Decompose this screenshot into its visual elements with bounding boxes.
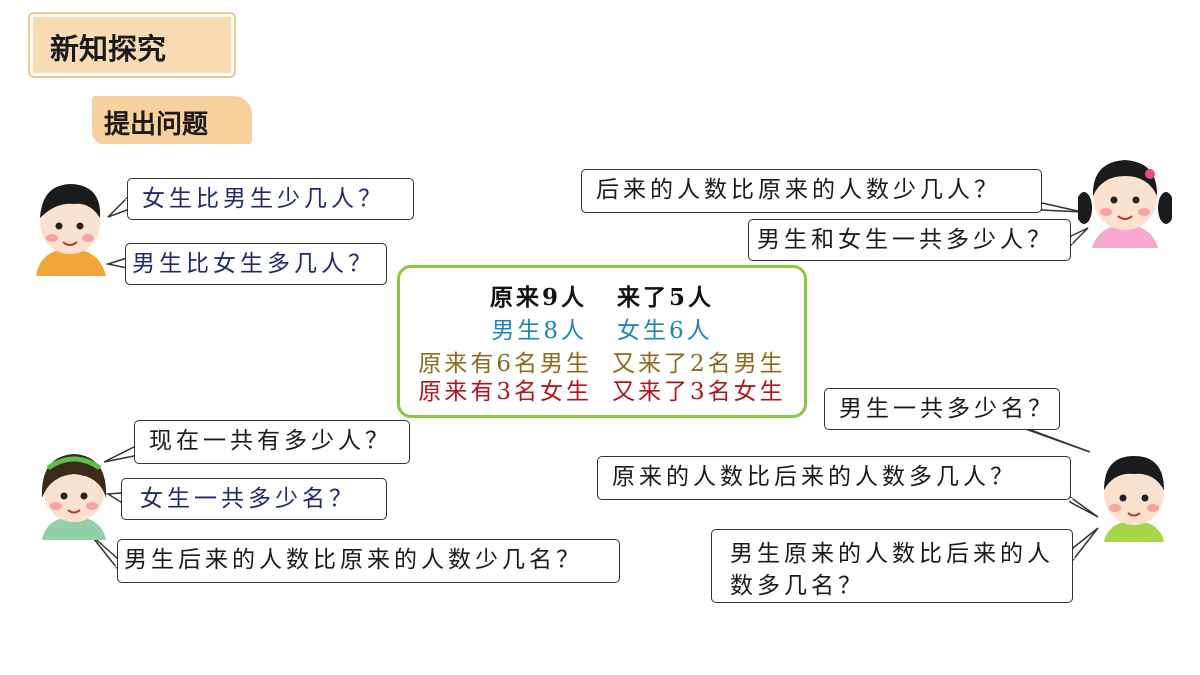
bubble-girl1-q1: 后来的人数比原来的人数少几人？ bbox=[581, 169, 1042, 213]
bubble-text: 现在一共有多少人？ bbox=[149, 428, 392, 454]
subsection-badge: 提出问题 bbox=[92, 96, 252, 144]
section-title: 新知探究 bbox=[50, 32, 167, 66]
boy-face-icon bbox=[36, 184, 106, 276]
bubble-text: 男生比女生多几人？ bbox=[132, 251, 375, 277]
bubble-boy1-q2: 男生比女生多几人？ bbox=[125, 243, 387, 285]
info-boys-original: 原来有6名男生 bbox=[418, 351, 592, 377]
bubble-boy2-q1: 男生一共多少名？ bbox=[824, 388, 1060, 430]
info-box: 原来9人 来了5人 男生8人 女生6人 原来有6名男生又来了2名男生 原来有3名女生… bbox=[397, 265, 807, 418]
bubble-girl2-q2: 女生一共多少名？ bbox=[121, 478, 387, 520]
info-line-gender: 男生8人 女生6人 bbox=[400, 311, 804, 345]
bubble-girl2-q1: 现在一共有多少人？ bbox=[134, 420, 410, 464]
section-title-badge: 新知探究 bbox=[28, 12, 236, 78]
bubble-girl1-q2: 男生和女生一共多少人？ bbox=[748, 219, 1071, 261]
info-line-boys: 原来有6名男生又来了2名男生 bbox=[400, 344, 804, 378]
bubble-boy2-q2: 原来的人数比后来的人数多几人？ bbox=[597, 456, 1071, 500]
bubble-text: 男生和女生一共多少人？ bbox=[757, 227, 1054, 253]
bubble-girl2-q3: 男生后来的人数比原来的人数少几名？ bbox=[117, 539, 620, 583]
info-girls-original: 原来有3名女生 bbox=[418, 379, 592, 405]
info-boys-arrived: 又来了2名男生 bbox=[612, 351, 786, 377]
girl-pigtails-face-icon bbox=[1078, 160, 1172, 248]
bubble-text: 后来的人数比原来的人数少几人？ bbox=[596, 177, 1001, 203]
info-girls-count: 女生6人 bbox=[617, 318, 713, 344]
info-original-count: 原来9人 bbox=[489, 284, 587, 311]
girl-headband-face-icon bbox=[41, 454, 107, 540]
bubble-boy1-q1: 女生比男生少几人？ bbox=[127, 178, 414, 220]
bubble-text: 男生后来的人数比原来的人数少几名？ bbox=[124, 547, 583, 573]
info-line-girls: 原来有3名女生又来了3名女生 bbox=[400, 372, 804, 406]
bubble-text: 原来的人数比后来的人数多几人？ bbox=[612, 464, 1017, 490]
bubble-boy2-q3: 男生原来的人数比后来的人数多几名？ bbox=[711, 529, 1073, 603]
bubble-text: 男生原来的人数比后来的人数多几名？ bbox=[730, 541, 1054, 599]
boy-green-collar-face-icon bbox=[1104, 456, 1164, 542]
info-arrived-count: 来了5人 bbox=[617, 284, 715, 311]
subsection-title: 提出问题 bbox=[104, 110, 209, 140]
info-girls-arrived: 又来了3名女生 bbox=[612, 379, 786, 405]
info-line-total: 原来9人 来了5人 bbox=[400, 278, 804, 312]
bubble-text: 女生一共多少名？ bbox=[140, 486, 356, 512]
bubble-text: 男生一共多少名？ bbox=[839, 396, 1055, 422]
bubble-text: 女生比男生少几人？ bbox=[142, 186, 385, 212]
info-boys-count: 男生8人 bbox=[491, 318, 587, 344]
